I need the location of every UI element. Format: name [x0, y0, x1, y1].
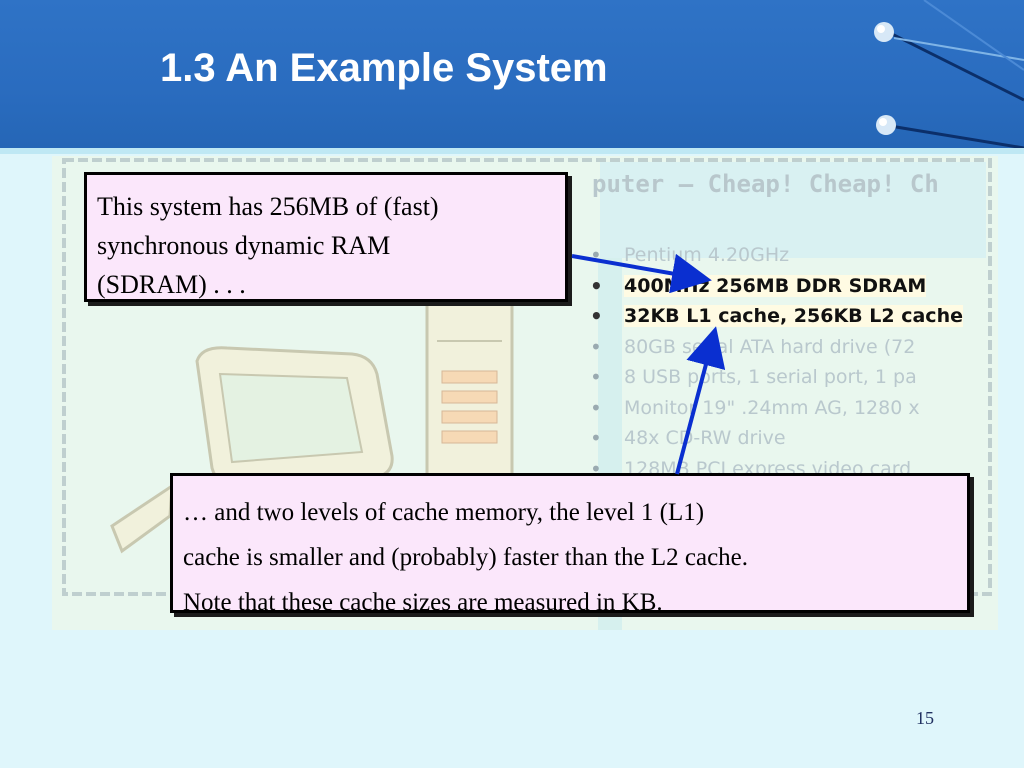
- callout-line: Note that these cache sizes are measured…: [183, 589, 663, 616]
- callout-line: … and two levels of cache memory, the le…: [183, 499, 705, 526]
- callout-line: cache is smaller and (probably) faster t…: [183, 544, 749, 571]
- callout-line: This system has 256MB of (fast): [97, 192, 439, 221]
- spec-item: 80GB serial ATA hard drive (72: [590, 332, 963, 363]
- spec-list: Pentium 4.20GHz 400MHz 256MB DDR SDRAM 3…: [590, 240, 963, 484]
- computer-illustration: [62, 158, 992, 630]
- page-number: 15: [916, 708, 934, 728]
- ram-callout: This system has 256MB of (fast) synchron…: [84, 172, 568, 302]
- callout-line: synchronous dynamic RAM: [97, 231, 391, 260]
- spec-item-ram: 400MHz 256MB DDR SDRAM: [590, 271, 963, 302]
- callout-line: (SDRAM) . . .: [97, 270, 246, 299]
- slide-title: 1.3 An Example System: [160, 46, 608, 90]
- spec-item: 8 USB ports, 1 serial port, 1 pa: [590, 362, 963, 393]
- ad-headline: puter – Cheap! Cheap! Ch: [592, 170, 939, 198]
- spec-item: Monitor 19" .24mm AG, 1280 x: [590, 393, 963, 424]
- spec-item-cache: 32KB L1 cache, 256KB L2 cache: [590, 301, 963, 332]
- decorative-pins-icon: [874, 0, 1024, 148]
- spec-item: 48x CD-RW drive: [590, 423, 963, 454]
- cache-callout: … and two levels of cache memory, the le…: [170, 473, 970, 616]
- header-band: [0, 148, 1024, 154]
- spec-item: Pentium 4.20GHz: [590, 240, 963, 271]
- slide-header: 1.3 An Example System: [0, 0, 1024, 148]
